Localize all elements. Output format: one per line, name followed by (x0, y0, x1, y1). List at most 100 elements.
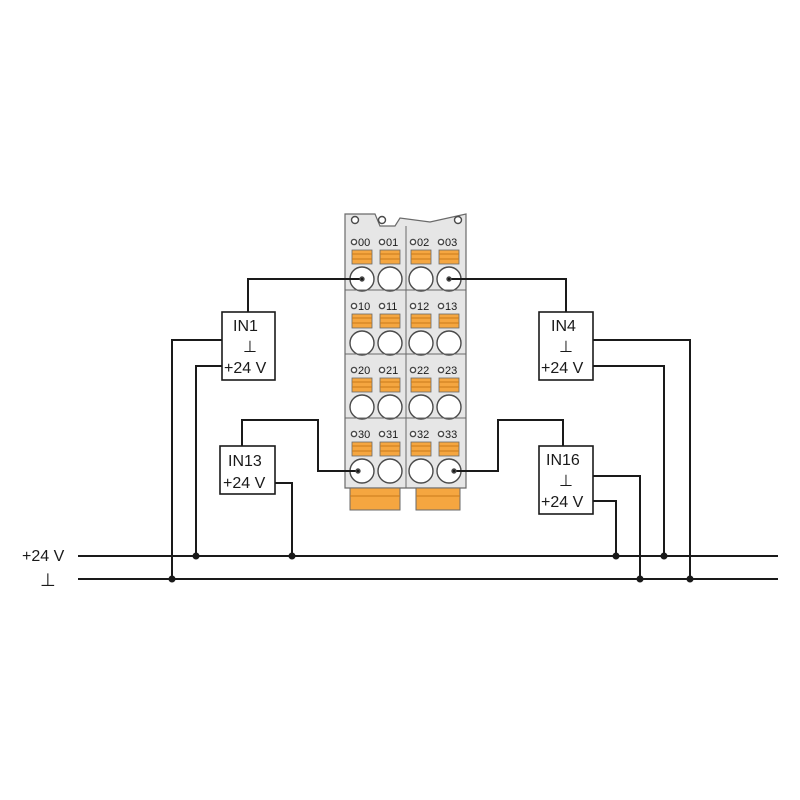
terminal-marker-icon (378, 238, 386, 246)
wire-in4-signal (449, 278, 567, 312)
wire-endpoint (451, 468, 457, 474)
push-lever[interactable] (438, 249, 460, 265)
input-box-in1-supply: +24 V (224, 360, 267, 377)
input-box-in1-frame (221, 311, 276, 381)
release-tab-right[interactable] (415, 487, 461, 511)
wire-in4-ground (593, 339, 691, 579)
terminal-marker-icon (378, 366, 386, 374)
terminal-label: 30 (358, 429, 370, 441)
push-lever[interactable] (410, 249, 432, 265)
wire-in16-signal (454, 419, 564, 472)
wires (171, 278, 691, 579)
push-lever[interactable] (351, 313, 373, 329)
wire-entry-hole[interactable] (408, 458, 434, 484)
push-lever[interactable] (379, 249, 401, 265)
push-lever[interactable] (379, 313, 401, 329)
terminal-marker-icon (409, 366, 417, 374)
input-box-in16-supply: +24 V (541, 494, 584, 511)
top-marker-right (453, 215, 463, 225)
junction-dot (168, 575, 176, 583)
wire-entry-hole[interactable] (377, 266, 403, 292)
push-lever[interactable] (351, 441, 373, 457)
wire-entry-hole[interactable] (408, 330, 434, 356)
push-lever[interactable] (438, 441, 460, 457)
push-lever[interactable] (351, 249, 373, 265)
wire-endpoint (355, 468, 361, 474)
supply-rails: +24 V ⊥ (22, 548, 778, 590)
terminal-label: 20 (358, 365, 370, 377)
wire-endpoint (359, 276, 365, 282)
wire-entry-hole[interactable] (436, 330, 462, 356)
junction-dot (288, 552, 296, 560)
terminal-label: 33 (445, 429, 457, 441)
plus24-rail-label: +24 V (22, 548, 65, 565)
terminal-marker-icon (409, 238, 417, 246)
push-lever[interactable] (438, 377, 460, 393)
wire-in13-supply (275, 482, 293, 556)
terminal-marker-icon (437, 238, 445, 246)
push-lever[interactable] (410, 377, 432, 393)
terminal-label: 32 (417, 429, 429, 441)
wire-entry-hole[interactable] (436, 394, 462, 420)
ground-rail-symbol: ⊥ (40, 570, 56, 590)
top-marker-left (350, 215, 360, 225)
wire-entry-hole[interactable] (377, 458, 403, 484)
push-lever[interactable] (379, 441, 401, 457)
input-box-in16: IN16 ⊥ +24 V (538, 445, 594, 515)
terminal-marker-icon (378, 302, 386, 310)
terminal-label: 00 (358, 237, 370, 249)
terminal-label: 13 (445, 301, 457, 313)
terminal-marker-icon (437, 302, 445, 310)
input-box-in4-ground: ⊥ (559, 339, 573, 356)
push-lever[interactable] (410, 313, 432, 329)
input-box-in16-frame (538, 445, 594, 515)
push-lever[interactable] (438, 313, 460, 329)
release-tab-left[interactable] (349, 487, 401, 511)
wire-endpoint (446, 276, 452, 282)
terminal-marker-icon (437, 430, 445, 438)
wire-entry-hole[interactable] (408, 266, 434, 292)
input-box-in13: IN13 +24 V (219, 445, 276, 495)
terminal-label: 12 (417, 301, 429, 313)
terminal-label: 21 (386, 365, 398, 377)
top-marker-mid (377, 215, 387, 225)
terminal-label: 01 (386, 237, 398, 249)
terminal-marker-icon (437, 366, 445, 374)
push-lever[interactable] (410, 441, 432, 457)
terminal-label: 23 (445, 365, 457, 377)
junction-dot (686, 575, 694, 583)
push-lever[interactable] (351, 377, 373, 393)
wire-entry-hole[interactable] (349, 330, 375, 356)
input-box-in1-ground: ⊥ (243, 339, 257, 356)
input-box-in13-supply: +24 V (223, 475, 266, 492)
wire-entry-hole[interactable] (408, 394, 434, 420)
terminal-marker-icon (350, 302, 358, 310)
wire-in4-supply (593, 365, 665, 556)
terminal-label: 10 (358, 301, 370, 313)
wire-entry-hole[interactable] (377, 330, 403, 356)
input-box-in16-ground: ⊥ (559, 473, 573, 490)
wire-in1-signal (247, 278, 362, 312)
junction-dot (192, 552, 200, 560)
terminal-marker-icon (350, 238, 358, 246)
wire-in16-supply (593, 500, 617, 556)
input-box-in1-name: IN1 (233, 318, 258, 335)
input-box-in4-supply: +24 V (541, 360, 584, 377)
input-box-in13-name: IN13 (228, 453, 262, 470)
terminal-marker-icon (409, 302, 417, 310)
input-box-in4-name: IN4 (551, 318, 576, 335)
junction-dot (612, 552, 620, 560)
push-lever[interactable] (379, 377, 401, 393)
wire-entry-hole[interactable] (377, 394, 403, 420)
wire-entry-hole[interactable] (349, 394, 375, 420)
junction-dot (636, 575, 644, 583)
terminal-label: 11 (386, 301, 397, 313)
input-box-in16-name: IN16 (546, 452, 580, 469)
junction-dot (660, 552, 668, 560)
terminal-label: 02 (417, 237, 429, 249)
terminal-label: 22 (417, 365, 429, 377)
terminal-label: 03 (445, 237, 457, 249)
wire-in16-ground (593, 475, 641, 579)
